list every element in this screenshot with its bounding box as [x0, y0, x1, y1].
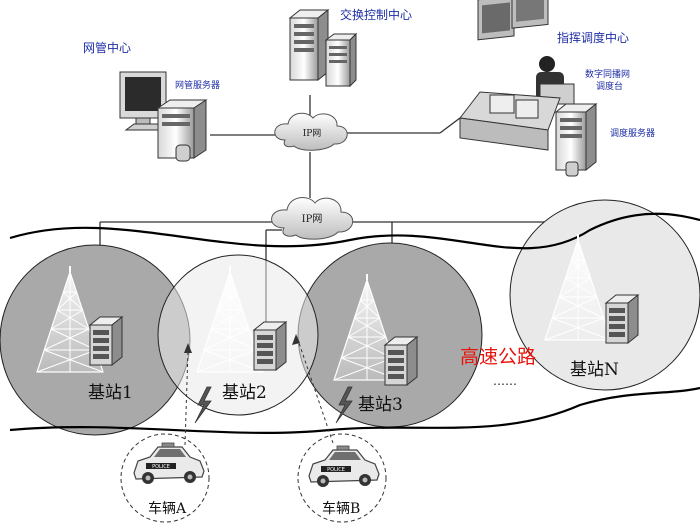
cell-n	[509, 199, 700, 391]
highway-road	[9, 212, 700, 434]
mgmt-workstation	[119, 71, 208, 162]
bs-label-3: 基站3	[358, 395, 403, 415]
bs-server-2	[253, 321, 287, 371]
ip-cloud-lower-label: IP网	[302, 213, 323, 225]
highway-label: 高速公路	[460, 346, 536, 368]
mgmt-server-label: 网管服务器	[175, 79, 220, 91]
switching-center-servers	[288, 8, 358, 88]
network-mgmt-label: 网管中心	[83, 40, 131, 55]
dispatch-center-label: 指挥调度中心	[557, 30, 629, 45]
radio-links	[184, 339, 334, 446]
bs-server-n	[605, 294, 639, 344]
police-car-b	[308, 445, 380, 488]
ip-cloud-lower: IP网	[271, 197, 354, 240]
broadcast-console-label-line2: 调度台	[596, 80, 623, 92]
broadcast-console-label-line1: 数字同播网	[585, 68, 630, 80]
bs-label-2: 基站2	[222, 383, 267, 403]
vehicle-label-b: 车辆B	[322, 500, 360, 517]
ip-cloud-upper: IP网	[274, 112, 348, 151]
vehicle-label-a: 车辆A	[148, 500, 187, 517]
bs-server-1	[89, 316, 123, 366]
bs-server-3	[384, 336, 418, 386]
dispatch-console	[459, 0, 598, 177]
ip-cloud-upper-label: IP网	[303, 128, 322, 139]
bs-label-1: 基站1	[88, 383, 133, 403]
broadcast-console-label: 数字同播网 调度台	[585, 68, 633, 92]
vehicle-a-zone	[120, 433, 210, 523]
coverage-cells	[0, 199, 700, 436]
ellipsis: ……	[493, 374, 517, 388]
dispatch-server-label: 调度服务器	[610, 127, 655, 139]
police-car-a	[133, 442, 205, 485]
bs-label-n: 基站N	[570, 360, 619, 380]
switching-center-label: 交换控制中心	[340, 7, 412, 22]
vehicle-b-zone	[297, 433, 387, 523]
